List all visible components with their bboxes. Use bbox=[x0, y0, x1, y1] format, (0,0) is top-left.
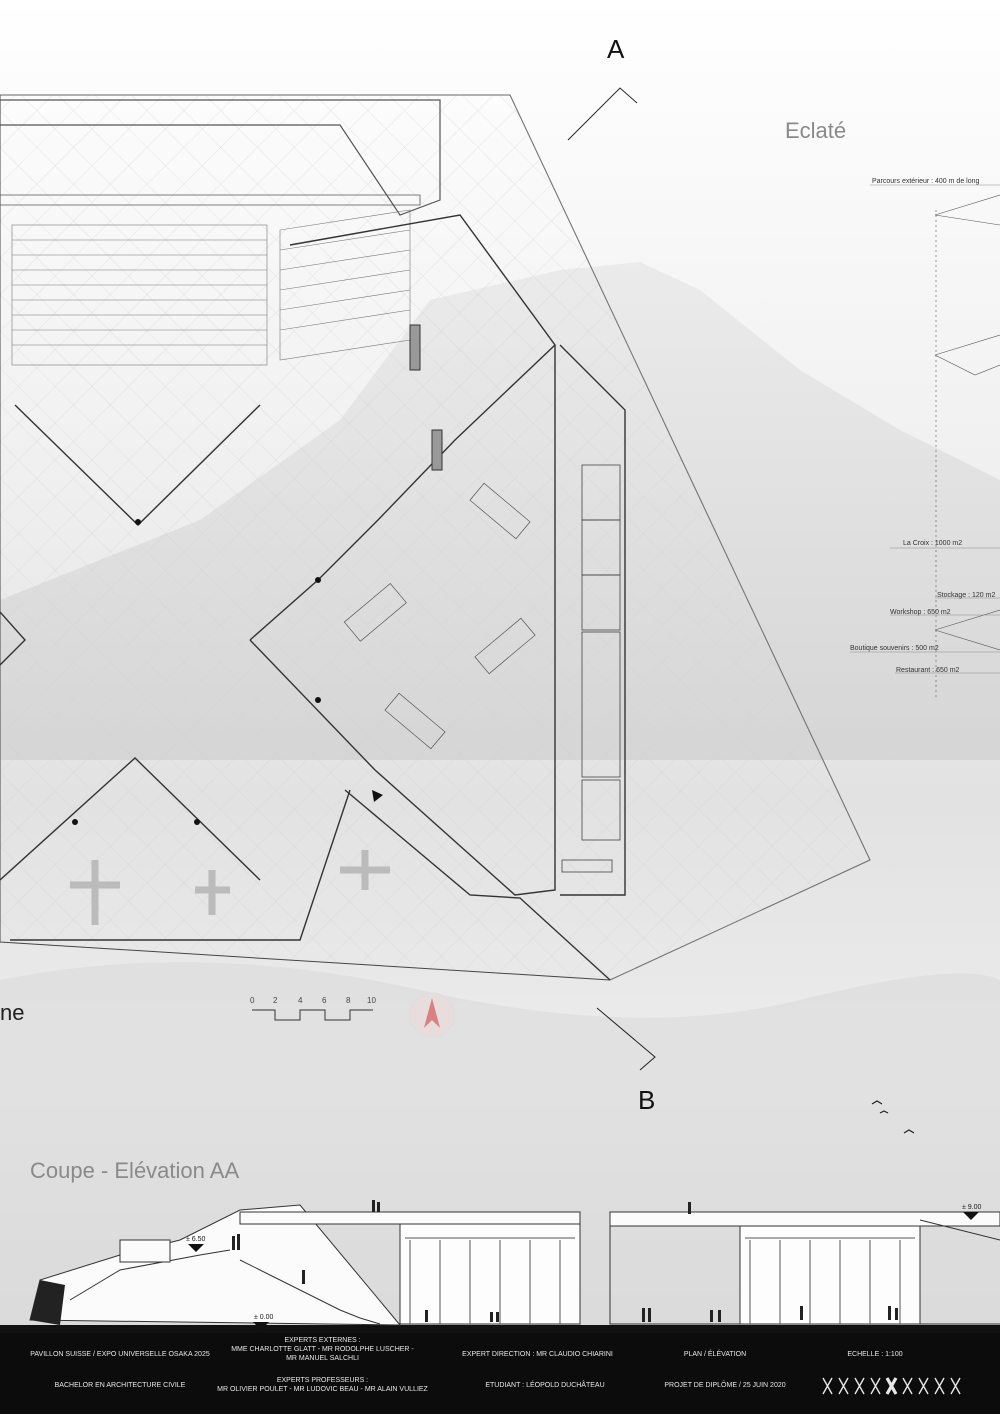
program-workshop: Workshop : 650 m2 bbox=[890, 609, 951, 616]
student-name: ETUDIANT : LÉOPOLD DUCHÂTEAU bbox=[485, 1382, 605, 1389]
professor-experts-title: EXPERTS PROFESSEURS : bbox=[276, 1377, 369, 1384]
drawing-type: PLAN / ÉLÉVATION bbox=[683, 1351, 747, 1358]
scale-tick: 4 bbox=[298, 996, 303, 1005]
director-expert: EXPERT DIRECTION : MR CLAUDIO CHIARINI bbox=[462, 1351, 613, 1358]
program-restaurant: Restaurant : 650 m2 bbox=[896, 667, 960, 674]
program-boutique: Boutique souvenirs : 500 m2 bbox=[850, 645, 939, 652]
swiss-cross-logo-icon bbox=[822, 1377, 961, 1395]
external-experts-line2: MR MANUEL SALCHLI bbox=[286, 1355, 359, 1362]
section-elevation bbox=[0, 1100, 1000, 1333]
level-marker: ± 9.00 bbox=[962, 1204, 982, 1211]
program-croix: La Croix : 1000 m2 bbox=[903, 540, 963, 547]
scale-tick: 0 bbox=[250, 996, 255, 1005]
eclate-diagram bbox=[850, 184, 1000, 700]
drawing-scale: ECHELLE : 1:100 bbox=[847, 1351, 903, 1358]
scale-bar bbox=[252, 1009, 373, 1021]
program-stockage: Stockage : 120 m2 bbox=[937, 592, 996, 599]
scale-tick: 8 bbox=[346, 996, 351, 1005]
section-marker-b: B bbox=[638, 1085, 656, 1115]
level-marker: ± 6.50 bbox=[186, 1236, 206, 1243]
section-marker-a: A bbox=[607, 34, 625, 64]
degree-program: BACHELOR EN ARCHITECTURE CIVILE bbox=[54, 1382, 186, 1389]
title-block: PAVILLON SUISSE / EXPO UNIVERSELLE OSAKA… bbox=[0, 1333, 1000, 1414]
north-arrow-icon bbox=[409, 992, 455, 1038]
plan-title-fragment: ne bbox=[0, 1000, 25, 1025]
project-date: PROJET DE DIPLÔME / 25 JUIN 2020 bbox=[664, 1382, 786, 1389]
level-marker: ± 0.00 bbox=[254, 1314, 274, 1321]
scale-tick: 10 bbox=[367, 996, 376, 1005]
program-parcours: Parcours extérieur : 400 m de long bbox=[872, 178, 980, 185]
scale-tick: 6 bbox=[322, 996, 327, 1005]
external-experts-title: EXPERTS EXTERNES : bbox=[284, 1337, 361, 1344]
section-title: Coupe - Elévation AA bbox=[30, 1158, 240, 1183]
professor-experts-names: MR OLIVIER POULET - MR LUDOVIC BEAU - MR… bbox=[217, 1386, 428, 1393]
eclate-title: Eclaté bbox=[785, 118, 847, 143]
external-experts-line1: MME CHARLOTTE GLATT - MR RODOLPHE LUSCHE… bbox=[231, 1346, 414, 1353]
floor-plan bbox=[0, 87, 871, 1071]
project-name: PAVILLON SUISSE / EXPO UNIVERSELLE OSAKA… bbox=[30, 1351, 210, 1358]
scale-tick: 2 bbox=[273, 996, 278, 1005]
